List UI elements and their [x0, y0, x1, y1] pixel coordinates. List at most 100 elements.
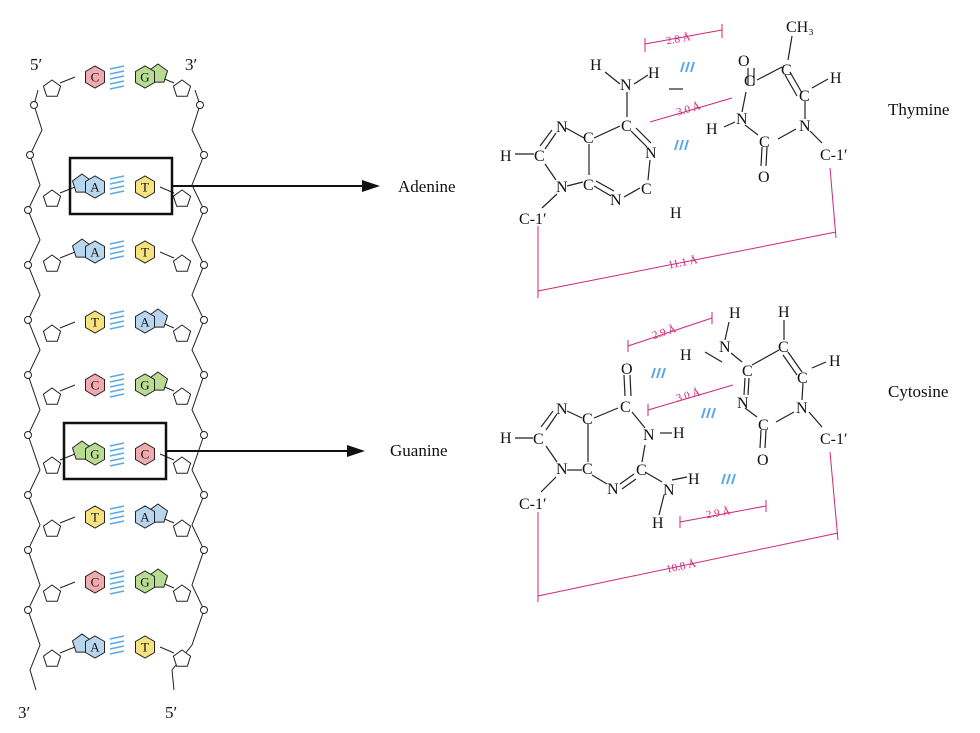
atom-label: C	[621, 118, 632, 135]
atom-label: H	[830, 70, 842, 87]
phosphate	[24, 491, 32, 499]
phosphate	[30, 101, 38, 109]
base-letter-G: G	[90, 447, 99, 462]
atom-label: C	[583, 177, 594, 194]
sugar-right	[172, 189, 192, 207]
bond	[801, 382, 804, 401]
arrowhead-icon	[362, 180, 380, 192]
hydrogen-bond	[706, 407, 711, 419]
hydrogen-bond	[109, 645, 125, 650]
gc-distance-bottom: 2.9 Å	[705, 505, 731, 521]
hydrogen-bond	[109, 378, 125, 383]
bond	[566, 181, 584, 187]
phosphate	[24, 316, 32, 324]
strand-end-top-right: 3′	[185, 55, 197, 74]
cytosine-label: Cytosine	[888, 382, 948, 401]
hydrogen-bond	[674, 139, 679, 151]
atom-label: C	[534, 148, 545, 165]
sugar-left	[42, 254, 62, 272]
hydrogen-bond	[109, 315, 125, 320]
hydrogen-bond	[109, 240, 125, 245]
bond	[593, 125, 621, 139]
bond	[760, 146, 763, 167]
bond	[621, 478, 637, 490]
atom-label: H	[500, 430, 512, 447]
atom-label: C	[759, 134, 770, 151]
sugar-left	[42, 456, 62, 474]
atom-label: C	[583, 130, 594, 147]
atom-label: H	[680, 347, 692, 364]
hydrogen-bond	[680, 61, 685, 73]
atom-label: H	[590, 57, 602, 74]
bond	[604, 71, 621, 85]
base-G	[135, 65, 155, 89]
hydrogen-bond	[109, 590, 125, 595]
glycosidic-bond	[59, 321, 76, 329]
atom-label: H	[706, 121, 718, 138]
bond	[544, 163, 557, 181]
bond	[777, 128, 797, 140]
atom-label: H	[648, 65, 660, 82]
hydrogen-bond	[109, 175, 125, 180]
distance-line	[644, 29, 723, 45]
glycosidic-bond	[159, 251, 175, 259]
atom-label: H	[670, 205, 682, 222]
atom-label: N	[643, 427, 655, 444]
bond	[723, 121, 736, 128]
base-G	[135, 570, 155, 594]
bond	[787, 351, 803, 373]
hydrogen-bond	[109, 452, 125, 457]
glycosidic-bond	[59, 76, 76, 84]
hydrogen-bond	[109, 520, 125, 525]
hydrogen-bond	[109, 75, 125, 80]
adenine-label: Adenine	[398, 177, 456, 196]
gc-atom-labels: O C N H C N H H N C C N C H N C-1′ H N H…	[500, 304, 848, 532]
phosphate	[24, 206, 32, 214]
distance-line	[537, 231, 837, 292]
hydrogen-bond	[684, 139, 689, 151]
base-letter-C: C	[141, 447, 150, 462]
hydrogen-bond	[731, 473, 736, 485]
hydrogen-bond	[661, 367, 666, 379]
atom-label: C	[582, 411, 593, 428]
atom-label: N	[645, 145, 657, 162]
base-letter-G: G	[140, 70, 149, 85]
phosphate	[200, 261, 208, 269]
distance-line	[627, 317, 713, 347]
hydrogen-bond	[109, 515, 125, 520]
atom-label: C	[636, 462, 647, 479]
base-letter-T: T	[141, 640, 149, 655]
base-C	[85, 373, 105, 397]
atom-label: C	[533, 431, 544, 448]
bond	[623, 187, 641, 198]
bond	[782, 354, 798, 376]
at-distance-top: 2.8 Å	[665, 31, 691, 47]
atom-label: C	[620, 399, 631, 416]
base-letter-G: G	[140, 575, 149, 590]
bond	[775, 411, 795, 423]
glycosidic-bond	[59, 186, 76, 194]
base-C	[85, 570, 105, 594]
bond	[629, 374, 632, 397]
sugar-left	[42, 649, 62, 667]
arrowhead-icon	[347, 445, 365, 457]
hydrogen-bond	[109, 70, 125, 75]
atom-label: C-1′	[820, 431, 848, 448]
base-T	[85, 310, 105, 334]
bond	[759, 429, 762, 449]
bond	[623, 374, 626, 397]
atom-label: N	[620, 77, 632, 94]
base-letter-T: T	[141, 245, 149, 260]
hydrogen-bond	[685, 61, 690, 73]
atom-label: N	[719, 339, 731, 356]
atom-label: C	[778, 339, 789, 356]
bond	[647, 159, 651, 181]
glycosidic-bond	[59, 516, 76, 524]
phosphate	[24, 261, 32, 269]
atom-label: N	[607, 481, 619, 498]
base-C	[85, 65, 105, 89]
hydrogen-bond	[109, 635, 125, 640]
hydrogen-bond	[109, 575, 125, 580]
atom-label: N	[556, 119, 568, 136]
hydrogen-bond	[109, 245, 125, 250]
